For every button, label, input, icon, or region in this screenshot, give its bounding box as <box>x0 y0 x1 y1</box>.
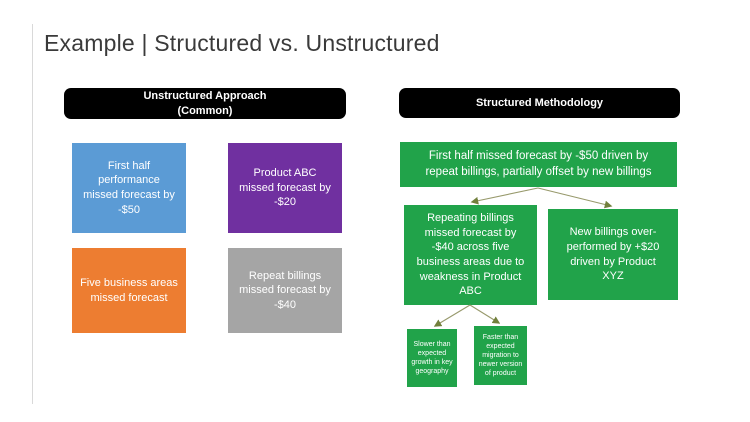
structured-methodology-header: Structured Methodology <box>399 88 680 118</box>
structured-faster-migration-box: Faster than expected migration to newer … <box>474 326 527 385</box>
unstructured-box-five-business-areas: Five business areas missed forecast <box>72 248 186 333</box>
unstructured-box-first-half-performance: First half performance missed forecast b… <box>72 143 186 233</box>
slide-title: Example | Structured vs. Unstructured <box>44 30 440 56</box>
unstructured-box-repeat-billings: Repeat billings missed forecast by -$40 <box>228 248 342 333</box>
unstructured-box-product-abc: Product ABC missed forecast by -$20 <box>228 143 342 233</box>
unstructured-approach-header: Unstructured Approach (Common) <box>64 88 346 119</box>
structured-root-box: First half missed forecast by -$50 drive… <box>400 142 677 187</box>
slide-left-edge-line <box>32 24 33 404</box>
structured-new-billings-box: New billings over-performed by +$20 driv… <box>548 209 678 300</box>
structured-slower-growth-box: Slower than expected growth in key geogr… <box>407 329 457 387</box>
structured-repeating-billings-box: Repeating billings missed forecast by -$… <box>404 205 537 305</box>
